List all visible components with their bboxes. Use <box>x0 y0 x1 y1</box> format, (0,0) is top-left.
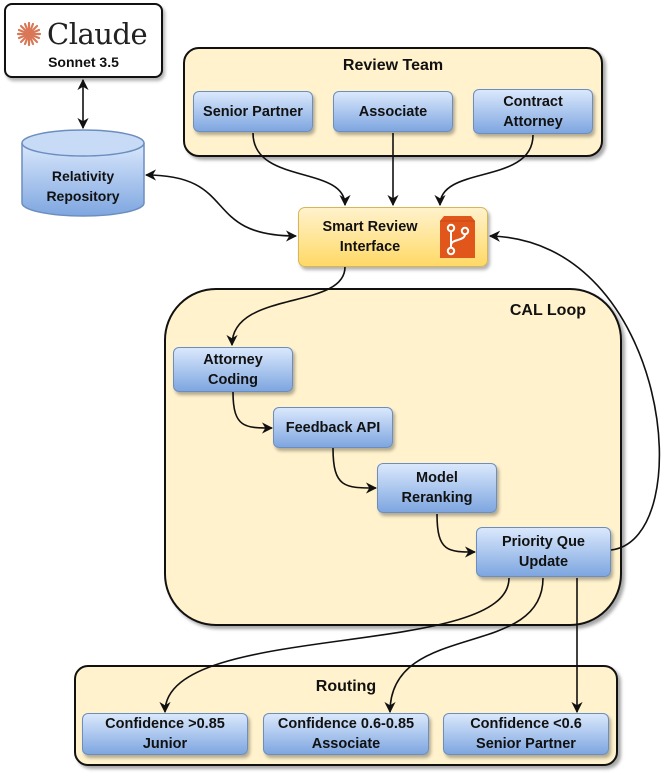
model-reranking-node[interactable]: Model Reranking <box>377 463 497 513</box>
claude-wordmark: Claude <box>47 17 148 51</box>
edge-feedback-model <box>332 447 378 494</box>
claude-sonnet-node[interactable]: Claude Sonnet 3.5 <box>4 3 163 78</box>
edge-senior-partner-smart-review <box>252 132 351 207</box>
contract-attorney-node[interactable]: Contract Attorney <box>473 89 593 134</box>
routing-associate-node[interactable]: Confidence 0.6-0.85 Associate <box>263 713 429 755</box>
routing-senior-partner-label-line2: Senior Partner <box>476 736 576 752</box>
cal-loop-title: CAL Loop <box>509 302 586 319</box>
contract-attorney-label-line2: Attorney <box>503 113 563 130</box>
attorney-coding-label-line1: Attorney <box>203 351 263 368</box>
git-branch-icon <box>440 216 475 258</box>
smart-review-label: Smart Review Interface <box>311 217 429 257</box>
review-team-title: Review Team <box>342 57 444 74</box>
attorney-coding-label-line2: Coding <box>208 371 258 388</box>
edge-priority-smart-review <box>488 230 661 551</box>
claude-model-label: Sonnet 3.5 <box>48 54 119 70</box>
priority-que-label-line2: Update <box>518 554 569 570</box>
senior-partner-label: Senior Partner <box>203 103 303 120</box>
priority-que-update-node[interactable]: Priority Que Update <box>476 527 611 577</box>
routing-senior-partner-node[interactable]: Confidence <0.6 Senior Partner <box>443 713 609 755</box>
routing-title: Routing <box>315 678 377 695</box>
edge-priority-junior <box>159 577 510 714</box>
model-reranking-label-line1: Model <box>416 470 458 486</box>
claude-logo: Claude <box>16 17 148 51</box>
model-reranking-label-line2: Reranking <box>401 490 473 506</box>
priority-que-label-line1: Priority Que <box>502 534 585 550</box>
claude-asterisk-icon <box>16 21 42 47</box>
edge-repository-smart-review <box>144 169 298 242</box>
edge-contract-attorney-smart-review <box>434 134 534 207</box>
smart-review-interface-node[interactable]: Smart Review Interface <box>298 207 488 267</box>
routing-associate-label-line2: Associate <box>311 736 381 752</box>
relativity-repository-node[interactable]: Relativity Repository <box>22 166 144 206</box>
associate-label: Associate <box>358 103 428 120</box>
routing-junior-node[interactable]: Confidence >0.85 Junior <box>82 713 248 755</box>
routing-senior-partner-label-line1: Confidence <0.6 <box>470 716 582 732</box>
repository-label-line2: Repository <box>46 188 120 204</box>
smart-review-label-line1: Smart Review <box>322 219 418 235</box>
repository-label-line1: Relativity <box>51 168 115 184</box>
feedback-api-label: Feedback API <box>285 419 381 436</box>
routing-junior-label-line2: Junior <box>142 736 188 752</box>
smart-review-label-line2: Interface <box>339 239 401 255</box>
senior-partner-node[interactable]: Senior Partner <box>193 91 313 132</box>
attorney-coding-node[interactable]: Attorney Coding <box>173 347 293 392</box>
relativity-repository-cylinder <box>21 129 145 217</box>
feedback-api-node[interactable]: Feedback API <box>273 407 393 448</box>
routing-associate-label-line1: Confidence 0.6-0.85 <box>277 716 415 732</box>
routing-junior-label-line1: Confidence >0.85 <box>105 716 225 732</box>
edge-priority-associate <box>384 577 544 714</box>
edge-smart-review-attorney-coding <box>226 266 346 347</box>
contract-attorney-label-line1: Contract <box>503 93 563 110</box>
edge-model-priority <box>436 513 477 558</box>
associate-node[interactable]: Associate <box>333 91 453 132</box>
edge-attorney-coding-feedback <box>232 391 274 434</box>
